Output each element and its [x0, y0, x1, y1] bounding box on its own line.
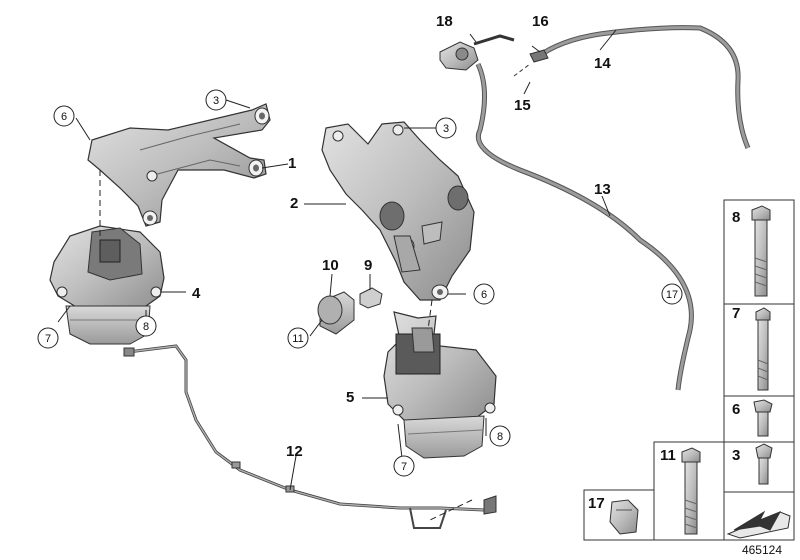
bolt-11-icon — [681, 447, 701, 535]
callout-circle-7-left: 7 — [37, 327, 59, 349]
callout-15: 15 — [514, 97, 531, 114]
callout-circle-3-bracket: 3 — [435, 117, 457, 139]
callout-circle-8-left: 8 — [135, 315, 157, 337]
callout-18: 18 — [436, 13, 453, 30]
callout-4: 4 — [192, 285, 201, 302]
callout-circle-7-right: 7 — [393, 455, 415, 477]
left-engine-mount-part — [49, 225, 165, 345]
engine-bracket-part — [321, 121, 475, 301]
sleeve-part — [359, 287, 383, 309]
rubber-buffer-part — [317, 291, 355, 335]
svg-text:8: 8 — [143, 321, 149, 333]
callout-1: 1 — [288, 155, 296, 172]
vacuum-valve-part — [439, 34, 515, 71]
panel-label-8: 8 — [732, 209, 740, 226]
bolt-3-icon — [755, 443, 773, 485]
svg-text:7: 7 — [401, 461, 407, 473]
callout-10: 10 — [322, 257, 339, 274]
bolt-7-icon — [755, 307, 771, 391]
callout-14: 14 — [594, 55, 611, 72]
bolt-6-icon — [753, 399, 773, 437]
svg-text:8: 8 — [497, 431, 503, 443]
direction-arrow-icon — [726, 510, 791, 539]
callout-circle-6-left: 6 — [53, 105, 75, 127]
panel-label-6: 6 — [732, 401, 740, 418]
diagram-number: 465124 — [742, 543, 782, 557]
callout-2: 2 — [290, 195, 298, 212]
svg-text:11: 11 — [292, 333, 303, 345]
panel-label-17: 17 — [588, 495, 605, 512]
callout-circle-3-top: 3 — [205, 89, 227, 111]
clip-17-icon — [609, 499, 639, 535]
svg-text:3: 3 — [443, 123, 449, 135]
fastener-panel: 8 7 6 3 11 17 — [583, 199, 795, 541]
callout-13: 13 — [594, 181, 611, 198]
svg-text:7: 7 — [45, 333, 51, 345]
callout-labels: 1 2 4 5 9 10 12 13 14 15 16 18 3 3 6 6 7 — [37, 13, 683, 477]
panel-label-7: 7 — [732, 305, 740, 322]
svg-text:6: 6 — [481, 289, 487, 301]
svg-text:6: 6 — [61, 111, 67, 123]
vacuum-hose-part — [475, 62, 694, 391]
engine-support-arm-part — [87, 103, 271, 227]
callout-circle-17: 17 — [661, 283, 683, 305]
callout-12: 12 — [286, 443, 303, 460]
callout-circle-11: 11 — [287, 327, 309, 349]
callout-5: 5 — [346, 389, 354, 406]
callout-circle-8-right: 8 — [489, 425, 511, 447]
right-engine-mount-part — [383, 311, 497, 459]
callout-circle-6-right: 6 — [473, 283, 495, 305]
bolt-8-icon — [751, 205, 771, 297]
leader-lines — [57, 29, 617, 521]
panel-label-11: 11 — [660, 447, 676, 464]
panel-label-3: 3 — [732, 447, 740, 464]
svg-text:17: 17 — [666, 289, 678, 301]
callout-9: 9 — [364, 257, 372, 274]
callout-16: 16 — [532, 13, 549, 30]
svg-text:3: 3 — [213, 95, 219, 107]
vacuum-line-part — [513, 25, 751, 149]
